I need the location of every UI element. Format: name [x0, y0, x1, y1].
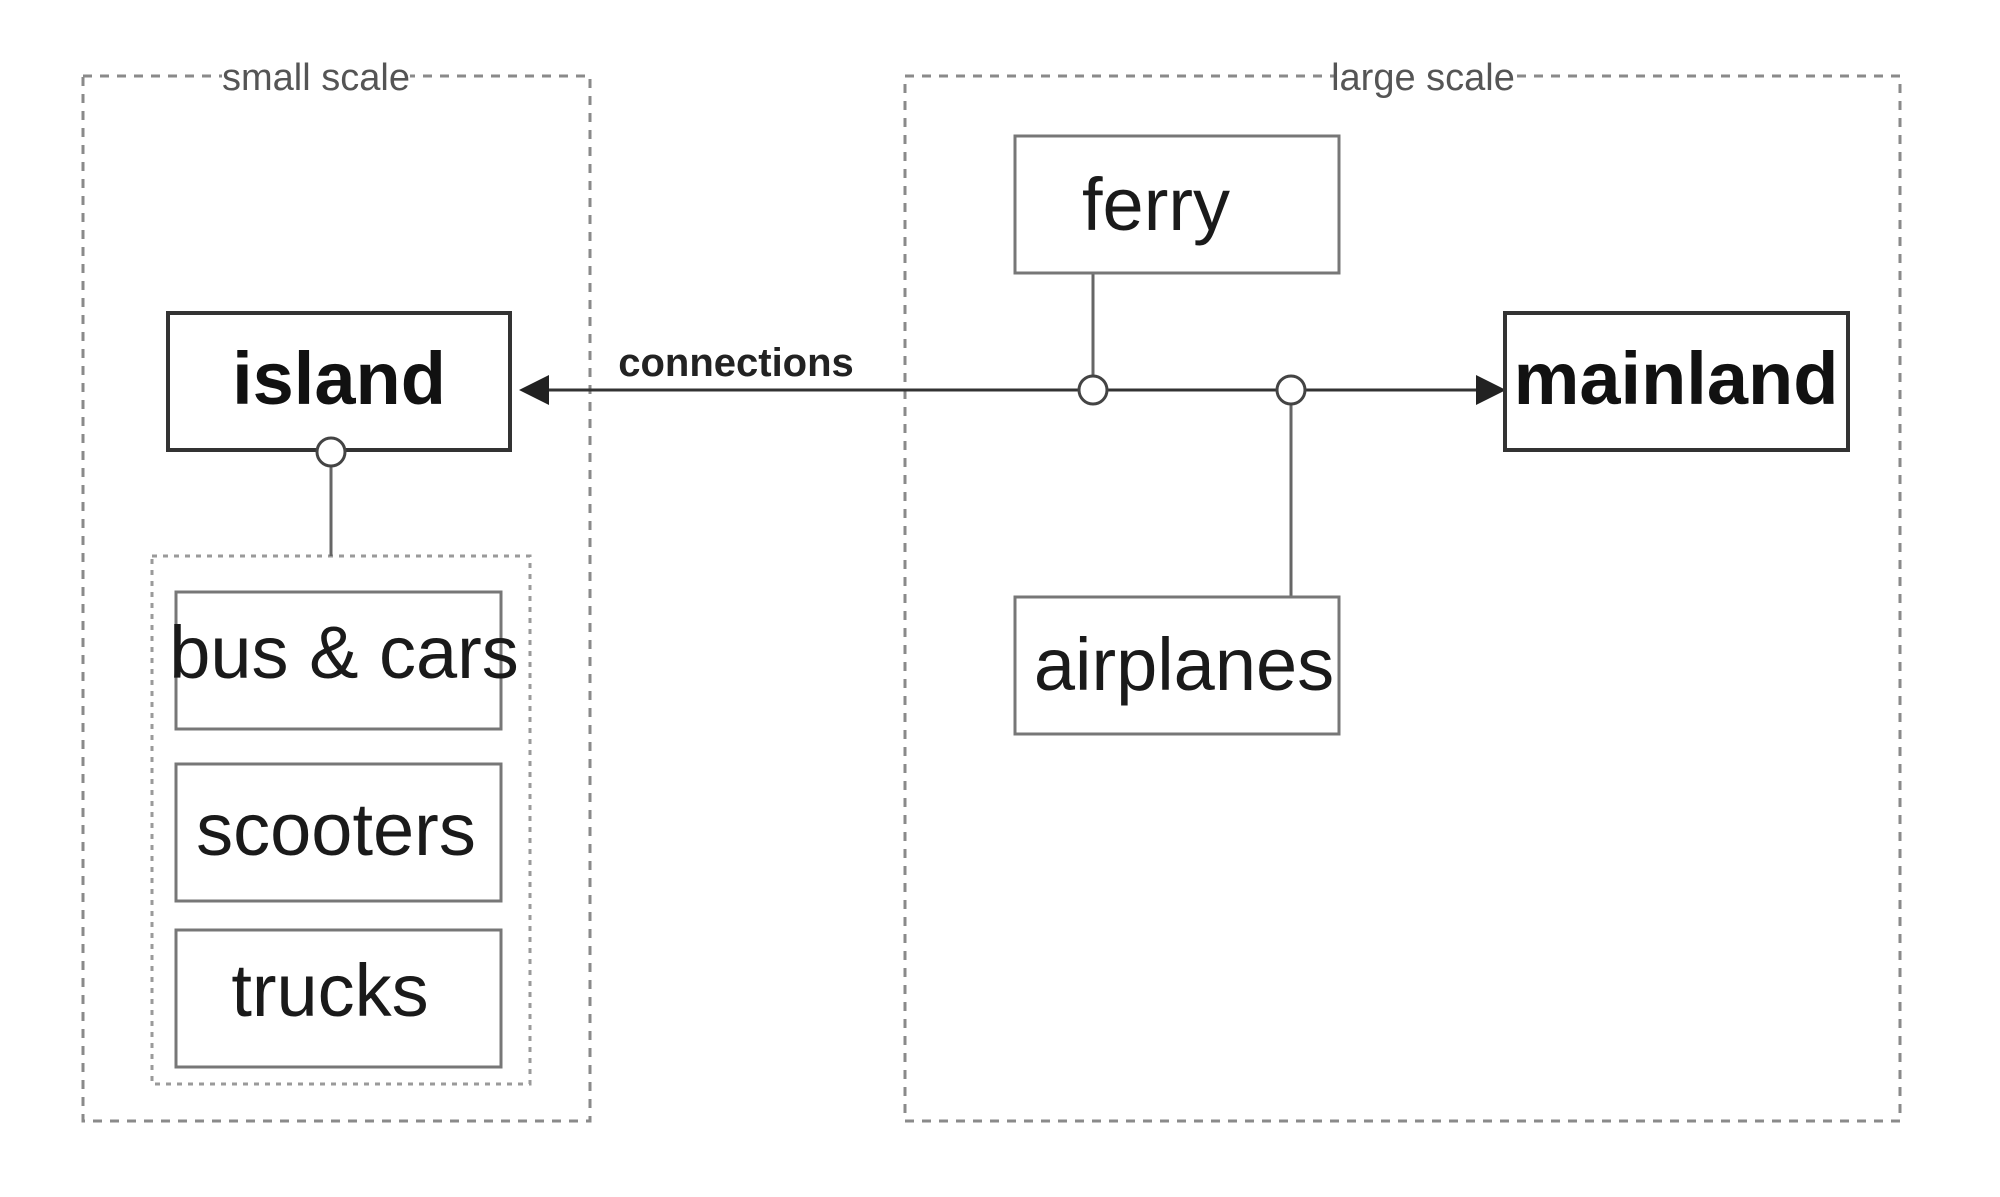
airplanes-junction: [1275, 374, 1307, 406]
mainland-node: mainland: [1503, 311, 1850, 452]
island-junction: [315, 436, 347, 468]
mainland-label: mainland: [1514, 337, 1839, 420]
bus-cars-node: bus & cars: [169, 590, 519, 731]
ferry-label: ferry: [1082, 163, 1230, 246]
ferry-junction: [1077, 374, 1109, 406]
small-scale-group: small scale: [81, 52, 592, 1123]
ferry-node: ferry: [1013, 134, 1341, 275]
island-node: island: [166, 311, 512, 452]
small-scale-label: small scale: [222, 57, 410, 99]
airplanes-node: airplanes: [1013, 595, 1341, 736]
connections-label: connections: [618, 341, 854, 385]
airplanes-label: airplanes: [1034, 623, 1334, 706]
island-vehicles-container: [150, 554, 532, 1086]
scooters-label: scooters: [196, 788, 476, 871]
trucks-label: trucks: [231, 949, 428, 1032]
small-scale-frame: [81, 74, 592, 1123]
large-scale-label: large scale: [1331, 57, 1515, 99]
large-scale-group: large scale: [903, 52, 1902, 1123]
scooters-node: scooters: [174, 762, 503, 903]
trucks-node: trucks: [174, 928, 503, 1069]
bus-cars-label: bus & cars: [169, 611, 519, 694]
island-label: island: [232, 337, 446, 420]
